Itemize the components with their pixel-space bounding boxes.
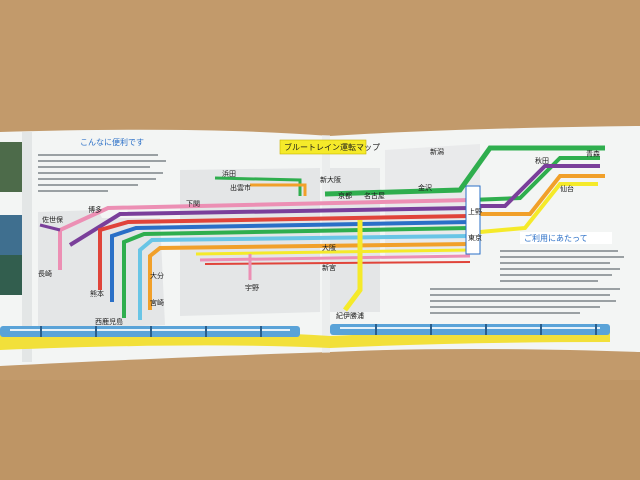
map-title-badge: [279, 139, 367, 155]
route-cyan: [138, 234, 471, 320]
route-purple-akita: [470, 164, 600, 208]
station-uno: 宇野: [245, 283, 259, 292]
route-sasebo: [39, 223, 61, 232]
fold-shadow-left: [22, 132, 32, 362]
route-blue: [110, 220, 471, 302]
route-orange-west: [148, 242, 471, 310]
station-izumoshi: 出雲市: [230, 183, 251, 192]
station-shingu: 新宮: [322, 263, 336, 272]
map-kii-area: [330, 168, 380, 312]
station-aomori: 青森: [586, 149, 600, 158]
right-panel-text: [430, 250, 624, 314]
route-izumo: [250, 183, 307, 196]
right-panel-heading: ご利用にあたって: [524, 233, 588, 243]
route-orange-sendai: [470, 174, 605, 216]
station-sendai: 仙台: [560, 184, 574, 193]
station-nagasaki: 長崎: [38, 269, 52, 278]
route-kii: [343, 220, 363, 312]
station-akita: 秋田: [535, 156, 549, 165]
station-oita: 大分: [150, 271, 164, 280]
station-kiisakatsura: 紀伊勝浦: [336, 311, 364, 320]
station-hamada: 浜田: [222, 169, 236, 178]
cover-photo-top: [0, 142, 22, 192]
blue-trains: [0, 324, 610, 337]
station-tokyo: 東京: [468, 233, 482, 242]
station-hakata: 博多: [88, 205, 102, 214]
route-purple-west: [68, 206, 471, 247]
station-ueno: 上野: [468, 207, 482, 216]
route-sanin: [214, 176, 302, 196]
station-nishikagoshima: 西鹿児島: [95, 317, 123, 326]
route-yellow-west: [195, 248, 471, 256]
map-title: ブルートレイン運転マップ: [284, 142, 380, 152]
route-green-2: [469, 156, 600, 202]
station-shimonoseki: 下関: [186, 200, 200, 208]
station-nagoya: 名古屋: [364, 191, 385, 200]
left-panel-heading: こんなに便利です: [80, 137, 144, 147]
route-green: [324, 145, 605, 197]
station-miyazaki: 宮崎: [150, 298, 164, 307]
tokyo-ueno-box: [465, 185, 481, 255]
station-kumamoto: 熊本: [90, 289, 104, 298]
route-pink-2: [199, 254, 471, 262]
station-osaka: 大阪: [322, 243, 336, 252]
route-pink: [58, 198, 471, 270]
station-niigata: 新潟: [430, 147, 444, 156]
right-panel-heading-bg: [520, 232, 612, 244]
route-red: [98, 214, 471, 290]
station-kyoto: 京都: [338, 191, 352, 200]
station-sasebo: 佐世保: [42, 215, 63, 224]
route-yellow-ueno: [479, 182, 598, 234]
station-kanazawa: 金沢: [418, 183, 432, 192]
station-shin-osaka: 新大阪: [320, 175, 341, 184]
route-green-west: [122, 226, 471, 318]
left-panel-text: [38, 154, 166, 192]
